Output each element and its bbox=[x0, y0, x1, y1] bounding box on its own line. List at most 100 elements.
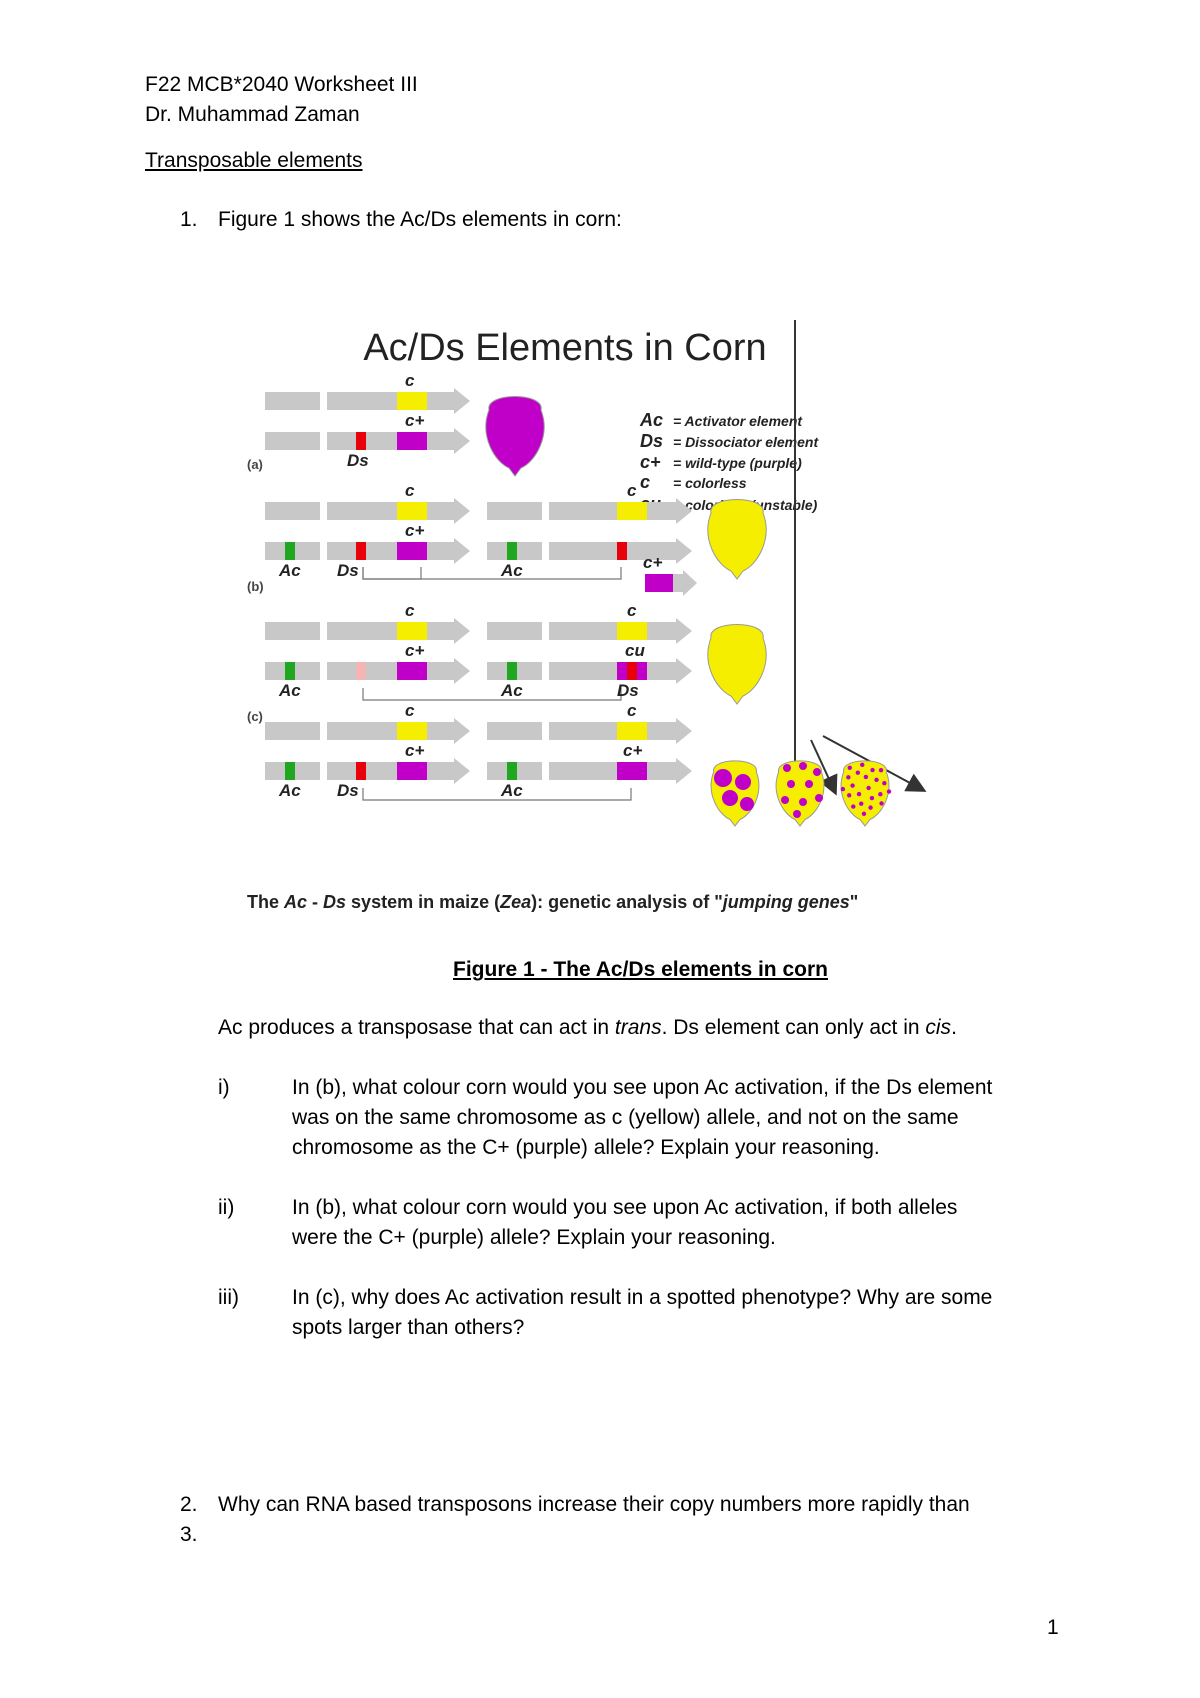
purple-spot bbox=[886, 789, 892, 794]
purple-spot bbox=[805, 780, 813, 788]
legend: Ac = Activator element Ds = Dissociator … bbox=[639, 410, 819, 514]
subquestion-iii-number: iii) bbox=[218, 1286, 239, 1309]
purple-spot bbox=[855, 770, 861, 775]
purple-spot bbox=[799, 762, 807, 770]
ac-ds-diagram: Ac/Ds Elements in Corn Ac = Activator el… bbox=[247, 320, 927, 912]
question-1-text: Figure 1 shows the Ac/Ds elements in cor… bbox=[218, 208, 622, 231]
label-cu: cu bbox=[625, 641, 645, 660]
excision-bracket bbox=[362, 567, 622, 580]
label-ac: Ac bbox=[278, 681, 301, 700]
chromosome-arrowhead bbox=[454, 538, 470, 564]
label-cplus: c+ bbox=[405, 411, 424, 430]
ds-element bbox=[356, 542, 366, 560]
excision-bracket bbox=[362, 788, 632, 801]
ds-element bbox=[627, 662, 637, 680]
purple-spot bbox=[783, 764, 791, 772]
label-c: c bbox=[405, 481, 415, 500]
chromosome-segment bbox=[549, 722, 676, 740]
purple-spot bbox=[840, 786, 846, 792]
chromosome-arrowhead bbox=[454, 428, 470, 454]
label-cplus: c+ bbox=[623, 741, 642, 760]
ac-element bbox=[507, 662, 517, 680]
allele-c bbox=[397, 622, 427, 640]
question-2-number: 2. bbox=[180, 1493, 198, 1516]
subquestion-iii-line2: spots larger than others? bbox=[292, 1316, 525, 1339]
chromosome-segment bbox=[487, 622, 542, 640]
chromosome-segment bbox=[487, 502, 542, 520]
panel-label-c: (c) bbox=[247, 709, 263, 724]
chromosome-arrowhead bbox=[454, 658, 470, 684]
excision-bracket bbox=[362, 567, 422, 580]
purple-spot bbox=[781, 796, 789, 804]
page-number: 1 bbox=[1047, 1616, 1059, 1639]
chromosome-arrowhead bbox=[454, 498, 470, 524]
excision-bracket bbox=[362, 688, 622, 701]
panel-label-a: (a) bbox=[247, 457, 263, 472]
allele-cplus bbox=[397, 762, 427, 780]
kernel-medium-spots bbox=[775, 760, 825, 827]
purple-spot bbox=[874, 777, 879, 783]
chromosome-segment bbox=[327, 542, 454, 560]
allele-c bbox=[617, 722, 647, 740]
purple-spot bbox=[735, 774, 751, 790]
subquestion-iii-line1: In (c), why does Ac activation result in… bbox=[292, 1286, 993, 1309]
subquestion-ii-number: ii) bbox=[218, 1196, 235, 1219]
subquestion-ii-line2: were the C+ (purple) allele? Explain you… bbox=[292, 1226, 776, 1249]
purple-spot bbox=[851, 804, 856, 809]
chromosome-segment bbox=[327, 622, 454, 640]
allele-cplus bbox=[617, 762, 647, 780]
subquestion-i-number: i) bbox=[218, 1076, 230, 1099]
subquestion-i-line1: In (b), what colour corn would you see u… bbox=[292, 1076, 993, 1099]
ac-element bbox=[507, 762, 517, 780]
ds-element-excised bbox=[356, 662, 366, 680]
chromosome-segment bbox=[327, 392, 454, 410]
label-cplus: c+ bbox=[643, 553, 662, 572]
label-c: c bbox=[627, 601, 637, 620]
excised-cplus bbox=[645, 574, 673, 592]
ac-element bbox=[507, 542, 517, 560]
label-ds: Ds bbox=[337, 781, 359, 800]
kernel-yellow bbox=[707, 499, 767, 580]
purple-spot bbox=[793, 810, 801, 818]
legend-desc-ds: = Dissociator element bbox=[673, 434, 819, 450]
ds-element bbox=[617, 542, 627, 560]
purple-spot bbox=[866, 785, 871, 791]
instructor-name: Dr. Muhammad Zaman bbox=[145, 103, 360, 126]
purple-spot bbox=[860, 762, 865, 768]
chromosome-segment bbox=[673, 574, 683, 592]
figure-label: Figure 1 - The Ac/Ds elements in corn bbox=[453, 958, 828, 981]
chromosome-segment bbox=[327, 662, 454, 680]
chromosome-segment bbox=[549, 542, 676, 560]
purple-spot bbox=[850, 783, 855, 788]
question-3-number: 3. bbox=[180, 1523, 198, 1546]
label-c: c bbox=[405, 601, 415, 620]
allele-c bbox=[397, 722, 427, 740]
chromosome-segment bbox=[265, 392, 320, 410]
chromosome-arrowhead bbox=[454, 388, 470, 414]
label-ac: Ac bbox=[500, 781, 523, 800]
label-ac: Ac bbox=[278, 561, 301, 580]
chromosome-segment bbox=[549, 502, 676, 520]
purple-spot bbox=[856, 791, 862, 797]
allele-cplus bbox=[397, 542, 427, 560]
figure-caption: The Ac - Ds system in maize (Zea): genet… bbox=[247, 892, 858, 912]
allele-c bbox=[617, 502, 647, 520]
course-title: F22 MCB*2040 Worksheet III bbox=[145, 73, 418, 96]
purple-spot bbox=[861, 811, 867, 816]
chromosome-arrowhead bbox=[454, 718, 470, 744]
purple-spot bbox=[846, 775, 851, 780]
figure-1: Ac/Ds Elements in Corn Ac = Activator el… bbox=[225, 320, 985, 920]
corn-kernels bbox=[485, 396, 892, 827]
purple-spot bbox=[847, 765, 852, 771]
allele-cplus bbox=[397, 662, 427, 680]
question-2-text: Why can RNA based transposons increase t… bbox=[218, 1493, 970, 1516]
label-ac: Ac bbox=[500, 561, 523, 580]
panel-label-b: (b) bbox=[247, 579, 264, 594]
allele-c bbox=[617, 622, 647, 640]
subquestion-i-line2: was on the same chromosome as c (yellow)… bbox=[292, 1106, 959, 1129]
label-cplus: c+ bbox=[405, 521, 424, 540]
chromosome-segment bbox=[265, 432, 320, 450]
kernel-purple bbox=[485, 396, 545, 477]
chromosome-arrowhead bbox=[676, 498, 692, 524]
